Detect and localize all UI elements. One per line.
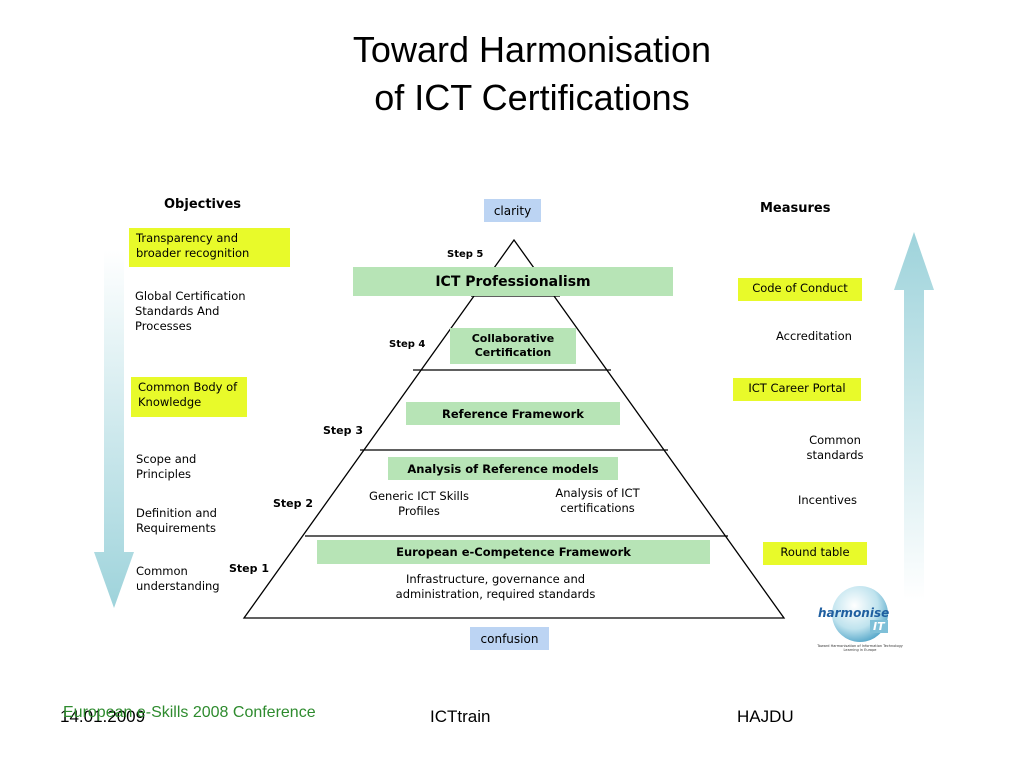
measure-highlight-career-portal: ICT Career Portal [733,378,861,401]
step-4-label: Step 4 [389,339,426,350]
logo-tagline: Toward Harmonisation of Information Tech… [817,644,903,652]
objective-scope: Scope and Principles [136,452,197,481]
footer-date: 14.01.2009 [60,707,146,726]
clarity-label: clarity [484,199,541,222]
title-line-1: Toward Harmonisation [352,29,712,70]
objective-highlight-body-of-knowledge: Common Body of Knowledge [131,377,247,417]
step-2-label: Step 2 [273,497,313,510]
measure-common-standards: Common standards [806,433,864,462]
level-analysis-reference-models: Analysis of Reference models [388,457,618,480]
objective-definition: Definition and Requirements [136,506,217,535]
objectives-header: Objectives [164,197,242,212]
pyramid-outline [242,238,786,619]
level-generic-ict-skills-profiles: Generic ICT Skills Profiles [369,489,469,518]
objective-highlight-transparency: Transparency and broader recognition [129,228,290,267]
footer-center: ICTtrain [430,707,491,726]
step-1-label: Step 1 [229,562,269,575]
level-analysis-ict-certifications: Analysis of ICT certifications [555,486,640,515]
level-infrastructure-text: Infrastructure, governance and administr… [395,572,596,601]
slide-title: Toward Harmonisation of ICT Certificatio… [0,26,1024,122]
up-arrow [894,232,934,600]
level-ict-professionalism: ICT Professionalism [353,267,673,296]
title-line-2: of ICT Certifications [374,77,690,118]
logo-name: harmonise [818,606,890,620]
confusion-label: confusion [470,627,549,650]
harmonise-it-logo: harmonise IT Toward Harmonisation of Inf… [812,584,906,658]
level-european-e-competence-framework: European e-Competence Framework [317,540,710,564]
objective-common-understanding: Common understanding [136,564,220,593]
objective-global-certification: Global Certification Standards And Proce… [135,289,246,333]
level-reference-framework: Reference Framework [406,402,620,425]
measure-highlight-code-of-conduct: Code of Conduct [738,278,862,301]
measures-header: Measures [760,201,831,216]
step-5-label: Step 5 [447,249,484,260]
logo-mark: IT [870,620,888,633]
level-collaborative-certification: Collaborative Certification [450,328,576,364]
measure-highlight-round-table: Round table [763,542,867,565]
measure-incentives: Incentives [798,493,857,507]
footer-author: HAJDU [737,707,794,726]
footer-conference: European e-Skills 2008 Conference [63,704,316,721]
measure-accreditation: Accreditation [776,329,852,343]
step-3-label: Step 3 [323,424,363,437]
down-arrow [94,250,134,608]
